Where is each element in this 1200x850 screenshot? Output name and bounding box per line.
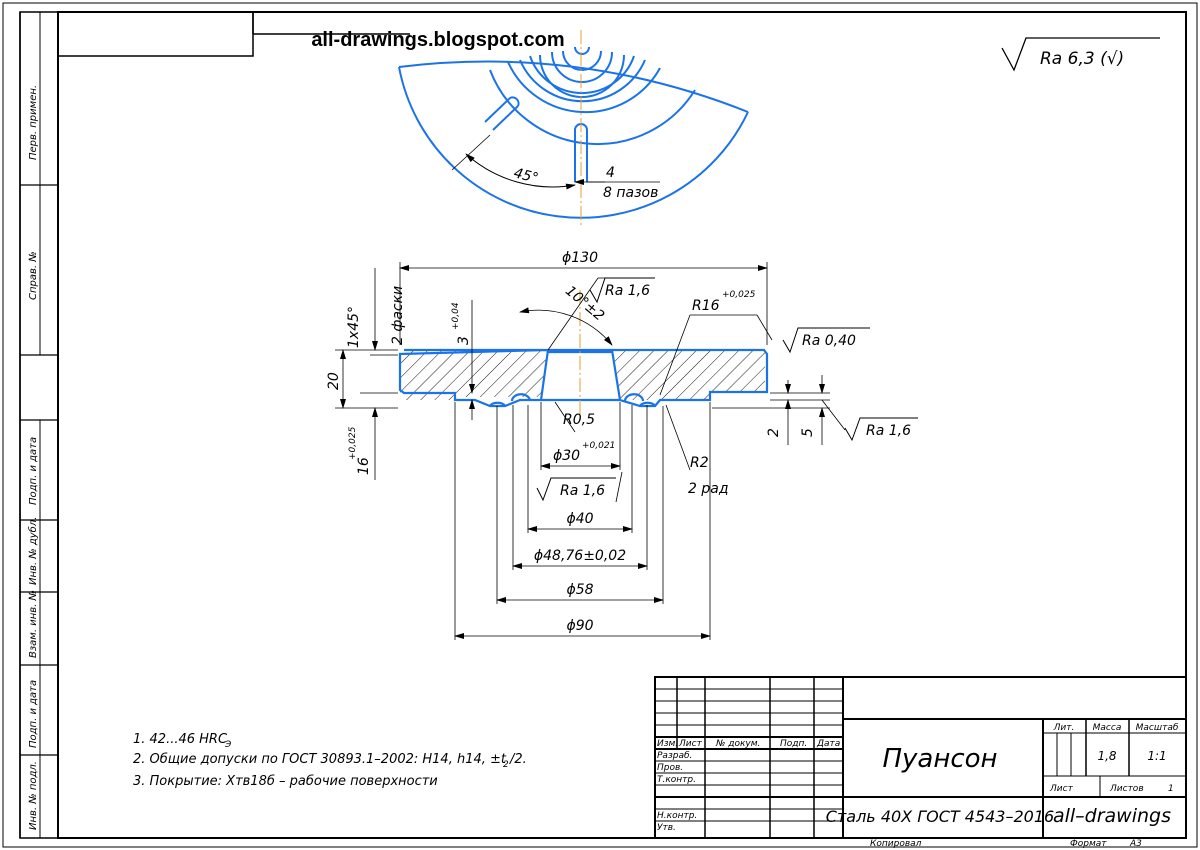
drawing-frame	[57, 11, 1187, 839]
dim-d58: ϕ58	[566, 582, 593, 598]
side-label-perv: Перв. примен.	[28, 85, 39, 160]
dim-r16-tol: +0,025	[722, 290, 756, 300]
dim-d30-tol: +0,021	[582, 441, 615, 451]
watermark-text: all-drawings.blogspot.com	[311, 29, 564, 51]
dim-d40: ϕ40	[566, 511, 593, 527]
dim-h16: 16	[356, 457, 372, 475]
dim-d130: ϕ130	[562, 250, 598, 266]
ra-bore: Ra 1,6	[560, 483, 605, 499]
tb-org: all–drawings	[1053, 805, 1171, 827]
tb-row-tkontr: Т.контр.	[657, 775, 696, 785]
tb-row-nkontr: Н.контр.	[657, 811, 697, 821]
note-1: 1. 42...46 HRC	[133, 732, 228, 747]
roughness-symbols	[536, 277, 918, 502]
dim-chamfer-count: 2 фаски	[390, 286, 406, 345]
dim-r16: R16	[692, 298, 720, 314]
tb-format-label: Формат	[1070, 839, 1107, 849]
side-label-inv-podl: Инв. № подл.	[28, 761, 39, 830]
side-label-sprav: Справ. №	[28, 251, 39, 300]
tb-copied: Копировал	[870, 839, 922, 849]
dim-d90: ϕ90	[566, 618, 593, 634]
tb-material: Сталь 40Х ГОСТ 4543–2016	[826, 807, 1054, 826]
dim-d48: ϕ48,76±0,02	[534, 548, 626, 564]
tb-lit-label: Лит.	[1053, 723, 1075, 733]
tb-sheets-value: 1	[1168, 784, 1174, 794]
plan-slot-count: 8 пазов	[603, 185, 658, 201]
dim-cone-angle: 10°±2	[562, 283, 607, 325]
section-view	[398, 290, 769, 420]
tb-mass-value: 1,8	[1097, 749, 1116, 763]
side-strip	[19, 11, 59, 839]
tb-row-razrab: Разраб.	[657, 751, 692, 761]
technical-notes: 1. 42...46 HRC Э 2. Общие допуски по ГОС…	[133, 732, 527, 789]
general-roughness: Ra 6,3 (√)	[1001, 37, 1160, 72]
tb-part-name: Пуансон	[882, 744, 997, 774]
note-2-sub: 2	[503, 760, 509, 770]
tb-col-data: Дата	[816, 739, 840, 749]
ra-flange: Ra 0,40	[802, 333, 856, 349]
ra-side: Ra 1,6	[866, 423, 911, 439]
tb-col-izm: Изм.	[657, 739, 678, 749]
dim-r05: R0,5	[563, 412, 595, 428]
dim-d30: ϕ30	[553, 448, 580, 464]
dim-h2: 2	[766, 428, 782, 437]
side-label-podp-2: Подп. и дата	[28, 680, 39, 748]
stamp-box	[57, 11, 254, 57]
tb-sheet-label: Лист	[1049, 784, 1074, 794]
note-3: 3. Покрытие: Хтв18б – рабочие поверхност…	[133, 774, 438, 789]
tb-row-utv: Утв.	[657, 823, 676, 833]
note-1-sub: Э	[224, 740, 232, 750]
dim-h20: 20	[326, 372, 342, 390]
tb-col-doc: № докум.	[715, 739, 760, 749]
dim-chamfer: 1x45°	[346, 306, 362, 348]
side-label-vzam: Взам. инв. №	[28, 590, 39, 658]
plan-view: 45° 4 8 пазов	[398, 30, 749, 225]
dim-h16-tol: +0,025	[348, 426, 358, 460]
plan-slot-width: 4	[606, 165, 615, 181]
tb-scale-value: 1:1	[1147, 749, 1166, 763]
dim-h5: 5	[800, 428, 816, 437]
note-2: 2. Общие допуски по ГОСТ 30893.1–2002: H…	[133, 752, 507, 767]
tb-sheets-label: Листов	[1109, 784, 1144, 794]
tb-col-podp: Подп.	[780, 739, 807, 749]
note-2-tail: /2.	[509, 752, 527, 767]
side-label-podp-1: Подп. и дата	[28, 437, 39, 505]
dimension-lines	[335, 262, 846, 640]
dim-h3-tol: +0,04	[451, 302, 461, 330]
svg-text:Ra 6,3 (√): Ra 6,3 (√)	[1040, 49, 1124, 69]
side-label-inv-dubl: Инв. № дубл.	[27, 517, 39, 585]
dim-h3: 3	[456, 336, 472, 345]
tb-format-value: A3	[1129, 839, 1142, 849]
tb-col-list: Лист	[678, 739, 703, 749]
dim-r2: R2	[690, 455, 709, 471]
tb-scale-label: Масштаб	[1136, 723, 1179, 733]
plan-angle-45: 45°	[512, 165, 540, 187]
dim-r2-count: 2 рад	[688, 481, 729, 497]
ra-top: Ra 1,6	[605, 283, 650, 299]
tb-row-prov: Пров.	[657, 763, 683, 773]
title-block	[654, 676, 1187, 839]
tb-mass-label: Масса	[1093, 723, 1122, 733]
